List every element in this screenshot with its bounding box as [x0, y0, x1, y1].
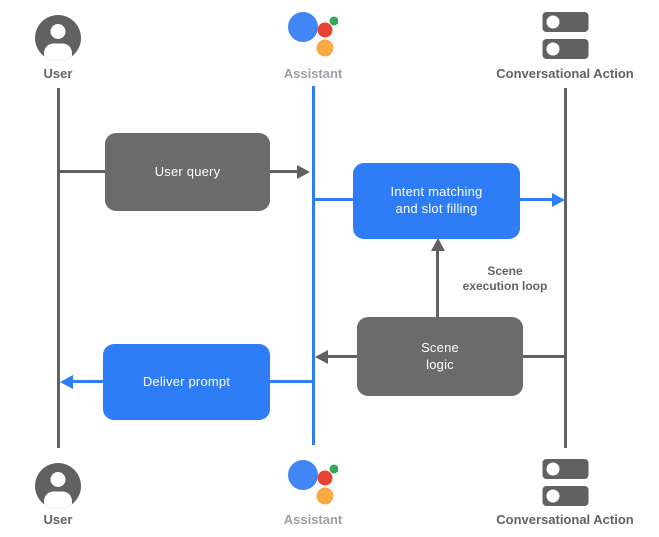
intent-matching-node: Intent matching and slot filling [353, 163, 520, 239]
scene-execution-loop-line1: Scene [487, 264, 523, 278]
scene-logic-node: Scene logic [357, 317, 523, 396]
intent-matching-line1: Intent matching [390, 184, 483, 200]
deliver-prompt-node: Deliver prompt [103, 344, 270, 420]
server-icon [542, 12, 589, 59]
assistant-label-top: Assistant [283, 66, 343, 81]
user-query-node: User query [105, 133, 270, 211]
scene-logic-line-out [328, 355, 357, 358]
user-lifeline [57, 88, 60, 448]
deliver-prompt-node-label: Deliver prompt [142, 373, 231, 389]
intent-line-out [520, 198, 552, 201]
user-icon [35, 463, 81, 509]
user-label-top: User [43, 66, 73, 81]
assistant-icon [288, 12, 338, 57]
user-query-node-label: User query [154, 163, 221, 179]
intent-line-in [313, 198, 353, 201]
user-label-bottom: User [43, 512, 73, 527]
scene-execution-loop-line2: execution loop [462, 279, 548, 293]
deliver-prompt-line-out [73, 380, 103, 383]
arrowhead-left-icon [315, 350, 328, 364]
user-query-line-in [58, 170, 105, 173]
user-icon [35, 15, 81, 61]
user-query-line-out [270, 170, 298, 173]
assistant-label-bottom: Assistant [283, 512, 343, 527]
intent-matching-line2: and slot filling [395, 201, 478, 216]
arrowhead-up-icon [431, 238, 445, 251]
server-icon [542, 459, 589, 506]
scene-logic-line1: Scene [421, 339, 459, 355]
arrowhead-left-blue-icon [60, 375, 73, 389]
scene-execution-loop-label: Scene execution loop [444, 264, 566, 294]
assistant-lifeline [312, 86, 315, 445]
arrowhead-right-icon [297, 165, 310, 179]
arrowhead-right-blue-icon [552, 193, 565, 207]
scene-logic-line-in [523, 355, 565, 358]
scene-logic-line2: logic [426, 356, 454, 372]
scene-loop-line [436, 250, 439, 317]
conversational-action-lifeline [564, 88, 567, 448]
conversational-action-label-bottom: Conversational Action [496, 512, 634, 527]
deliver-prompt-line-in [270, 380, 313, 383]
conversational-action-label-top: Conversational Action [496, 66, 634, 81]
assistant-icon [288, 460, 338, 505]
